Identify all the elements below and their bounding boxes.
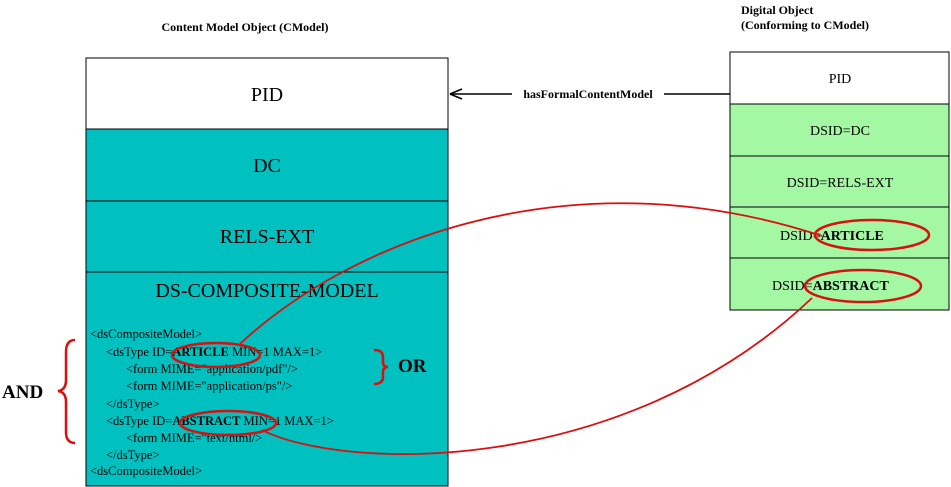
do-abstract-label: DSID=ABSTRACT [772,279,889,294]
code-line: <dsType ID=ARTICLE MIN=1 MAX=1> [106,345,322,359]
code-line: <dsCompositeModel> [90,464,202,478]
cmodel-dc-label: DC [253,155,281,177]
do-abstract-ellipse-icon [803,268,923,304]
mapping-annotations [170,202,931,455]
cmodel-composite-label: DS-COMPOSITE-MODEL [155,280,378,302]
code-line: <dsType ID=ABSTRACT MIN=1 MAX=1> [106,414,334,428]
code-line: <form MIME="application/ps"/> [126,379,292,393]
or-brace-icon [373,348,389,386]
cmodel-pid-row [85,57,449,130]
or-label: OR [398,356,427,377]
do-abstract-row [729,257,950,311]
code-line: <form MIME="text/html/> [126,431,262,445]
do-pid-row [729,51,950,105]
and-brace-icon [57,338,76,445]
digital-object-title: Digital Object [741,3,813,17]
cmodel-pid-label: PID [251,84,283,106]
cmodel-title: Content Model Object (CModel) [162,20,329,34]
do-pid-label: PID [829,72,852,87]
relation-label: hasFormalContentModel [523,87,653,101]
code-line: </dsType> [106,448,160,462]
do-relsext-row [729,155,950,208]
arrowhead-icon [449,88,463,100]
cmodel-box: PID DC RELS-EXT DS-COMPOSITE-MODEL [85,57,449,487]
do-article-ellipse-icon [813,218,931,252]
do-dc-label: DSID=DC [810,124,870,139]
digital-object-box: PID DSID=DC DSID=RELS-EXT DSID=ARTICLE D… [729,51,950,311]
article-mapping-curve [239,202,823,345]
digital-object-subtitle: (Conforming to CModel) [741,18,869,32]
do-article-label: DSID=ARTICLE [780,229,884,244]
code-line: </dsType> [106,397,160,411]
article-ellipse-icon [170,341,262,369]
relation-label-bg [512,86,664,102]
code-line: <form MIME="application/pdf"/> [126,362,298,376]
cmodel-composite-row [85,271,449,487]
abstract-mapping-curve [261,297,813,455]
cmodel-dc-row [85,128,449,202]
code-line: <dsCompositeModel> [90,327,202,341]
cmodel-relsext-row [85,200,449,273]
composite-model-code: <dsCompositeModel> <dsType ID=ARTICLE MI… [90,327,334,478]
do-article-row [729,206,950,259]
and-label: AND [2,382,43,403]
do-dc-row [729,103,950,157]
abstract-ellipse-icon [178,409,278,437]
cmodel-relsext-label: RELS-EXT [220,226,314,248]
do-relsext-label: DSID=RELS-EXT [787,176,894,191]
